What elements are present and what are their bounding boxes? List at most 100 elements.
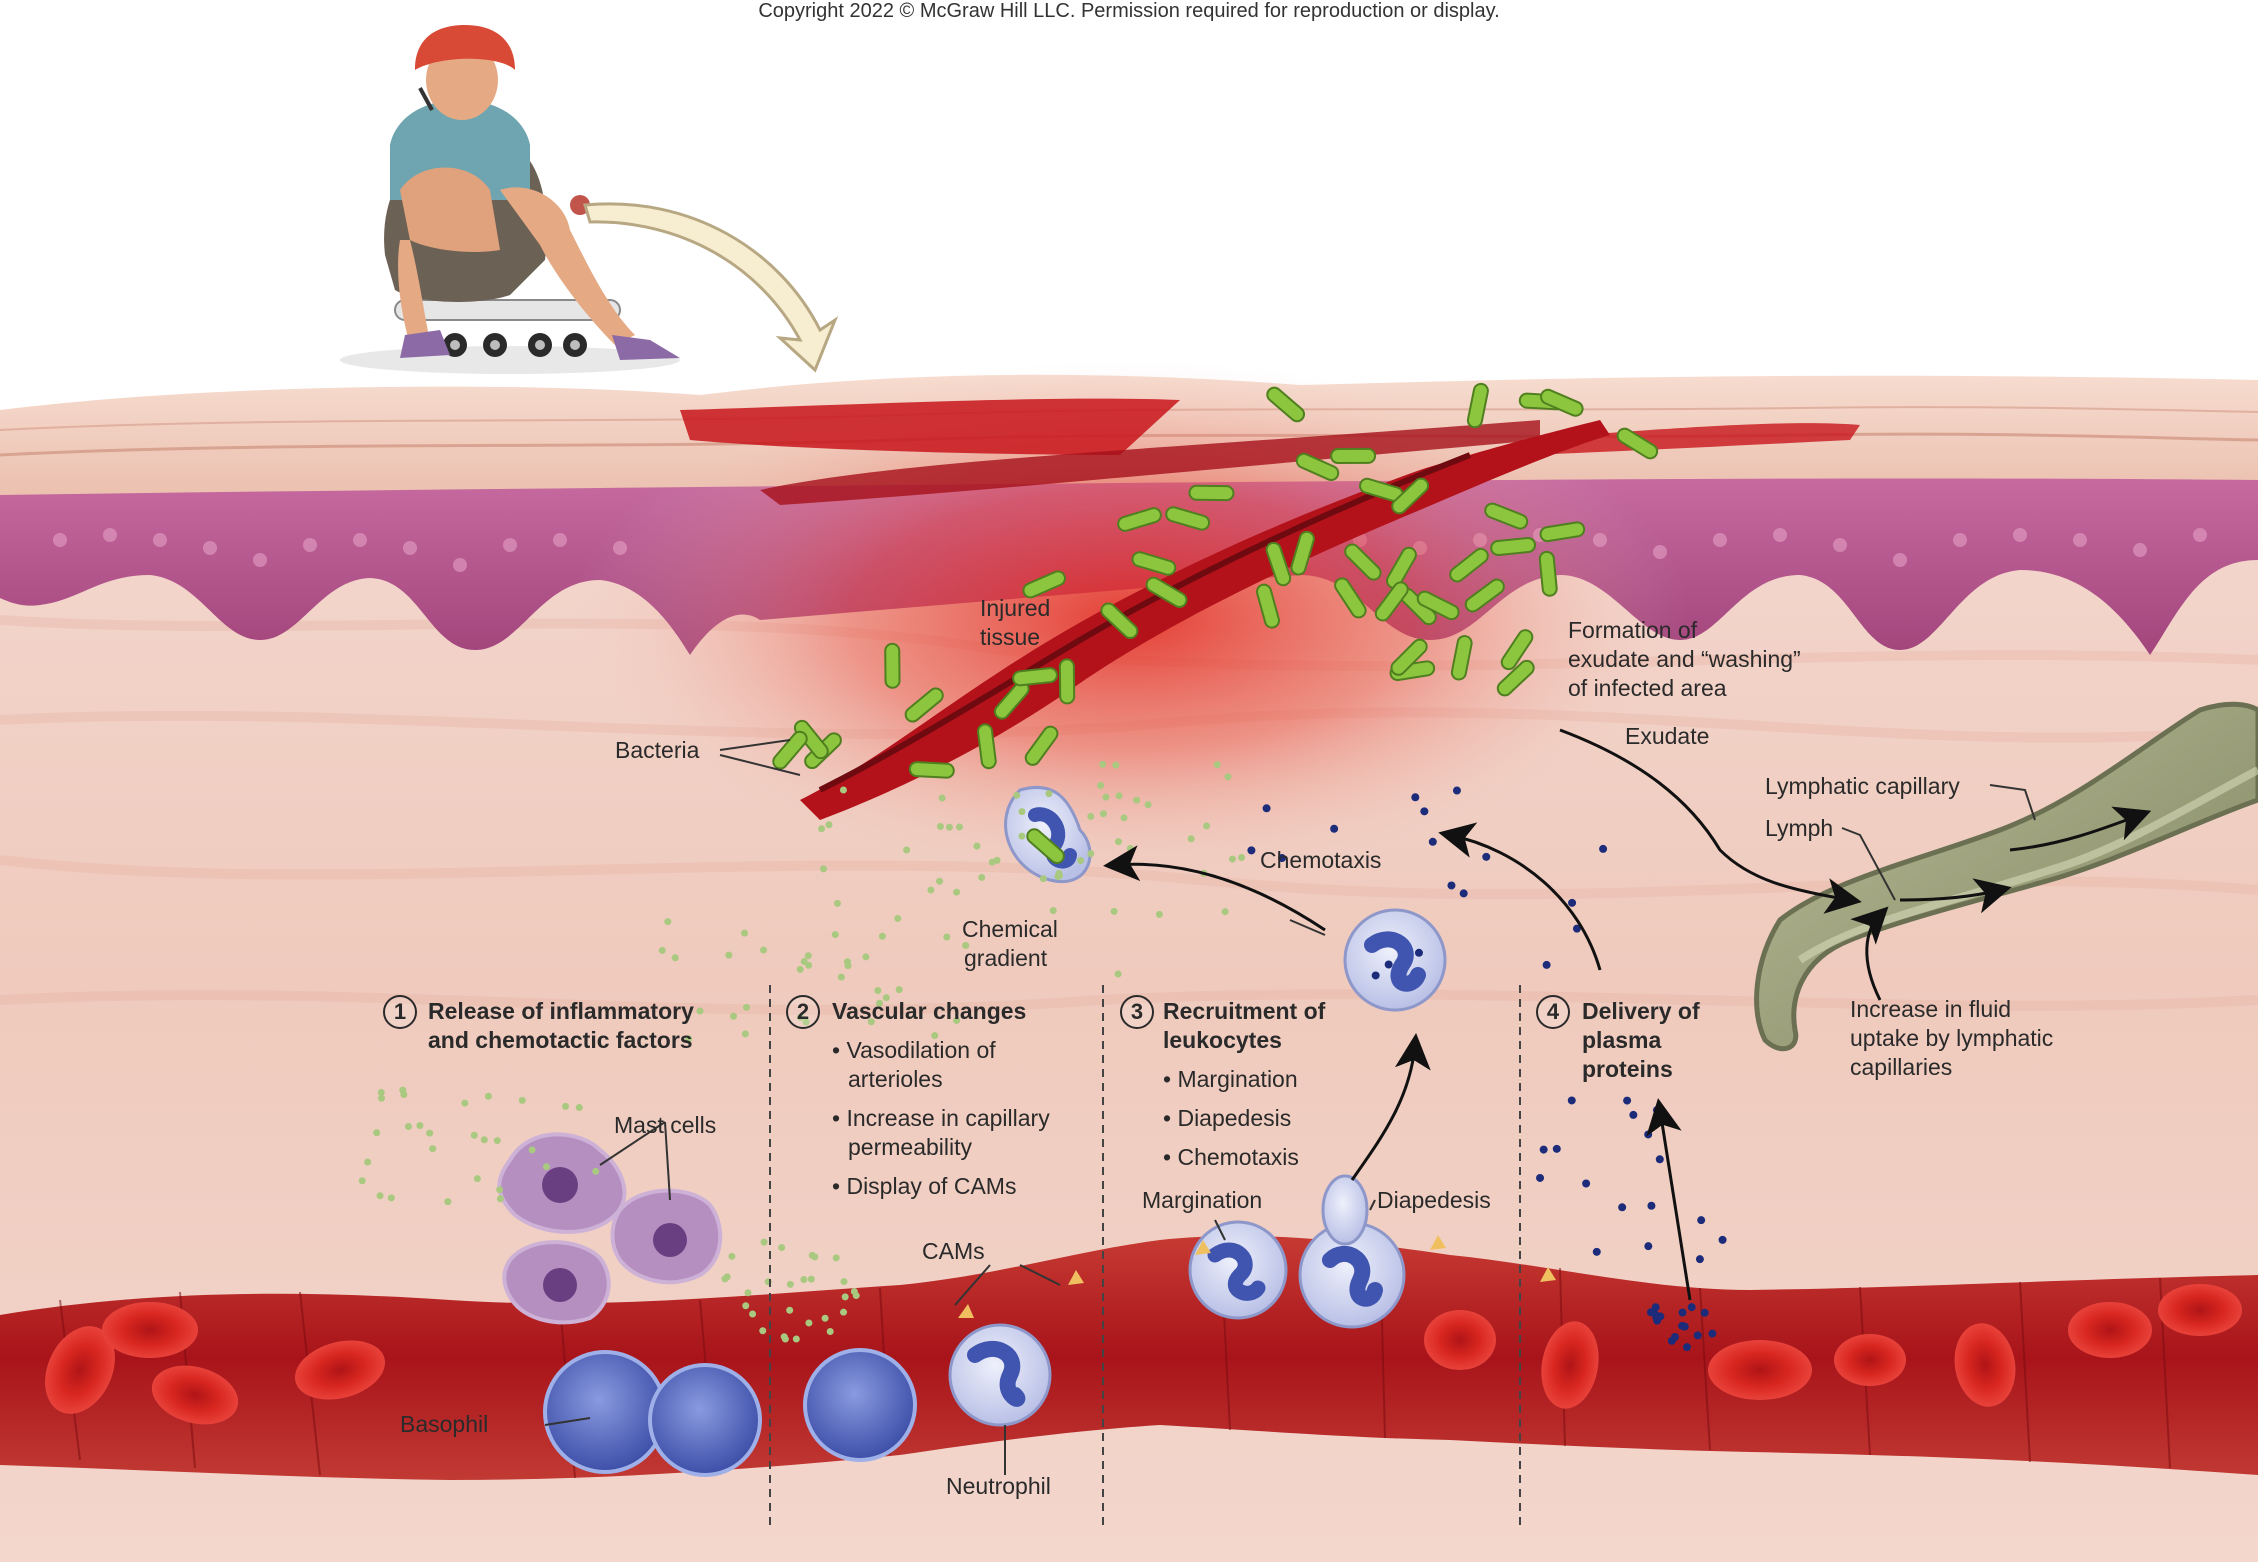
bacterium [1265, 541, 1292, 587]
bacterium [977, 723, 997, 770]
red-blood-cell [294, 1340, 386, 1400]
step-2-bullet-2: • Increase in capillary permeability [832, 1105, 1050, 1160]
chemical-particle [1114, 838, 1122, 846]
chemical-particle [1077, 856, 1085, 864]
chemical-particle [875, 999, 883, 1007]
label-lymphatic-capillary: Lymphatic capillary [1765, 773, 1960, 799]
bacterium [1165, 506, 1211, 531]
plasma-protein-particle [1428, 837, 1437, 846]
label-exudate-formation: Formation of exudate and “washing” of in… [1568, 617, 1801, 701]
bacterium [1540, 388, 1584, 417]
chemical-particle [903, 846, 911, 854]
plasma-protein-particle [1411, 793, 1420, 802]
plasma-protein-particle [1539, 1145, 1548, 1154]
chemical-particle [493, 1137, 501, 1145]
chemical-particle [786, 1306, 794, 1314]
plasma-protein-particle [1653, 1316, 1662, 1325]
step-2-title: Vascular changes [832, 998, 1027, 1024]
bacterium [884, 642, 901, 689]
label-exudate: Exudate [1625, 723, 1710, 749]
red-blood-cell [1708, 1340, 1812, 1400]
bacterium [1390, 638, 1428, 676]
bacterium [1100, 602, 1139, 640]
chemical-particle [562, 1102, 570, 1110]
red-blood-cell [102, 1302, 198, 1358]
bacteria-group [772, 382, 1659, 864]
chemical-particle [496, 1186, 504, 1194]
plasma-protein-particle [1567, 1096, 1576, 1105]
chemical-particle [1114, 970, 1122, 978]
chemical-particle [1112, 761, 1120, 769]
neutrophil-cell [1298, 1221, 1406, 1329]
red-blood-cell [151, 1365, 239, 1425]
red-blood-cell [1834, 1334, 1906, 1386]
red-blood-cell [1541, 1321, 1599, 1409]
plasma-protein-particle [1678, 1321, 1687, 1330]
bacterium [1330, 447, 1377, 465]
plasma-protein-particle [1618, 1203, 1627, 1212]
plasma-protein-particle [1655, 1155, 1664, 1164]
chemical-particle [973, 842, 981, 850]
copyright-notice: Copyright 2022 © McGraw Hill LLC. Permis… [758, 0, 1500, 22]
chemical-particle [542, 1163, 550, 1171]
label-chemotaxis: Chemotaxis [1260, 847, 1382, 873]
protein-delivery-arrow [1646, 1098, 1692, 1301]
label-neutrophil: Neutrophil [946, 1473, 1051, 1499]
chemical-particle [399, 1086, 407, 1094]
chemical-particle [831, 931, 839, 939]
basophil-cell [803, 1348, 917, 1462]
bacterium [1385, 546, 1417, 589]
chemical-gradient-particles [358, 760, 1246, 1343]
label-fluid-uptake: Increase in fluid uptake by lymphatic ca… [1850, 996, 2054, 1080]
chemical-particle [1115, 792, 1123, 800]
chemical-particle [1102, 793, 1110, 801]
chemical-particle [721, 1275, 729, 1283]
chemical-particle [781, 1335, 789, 1343]
chemical-particle [1120, 814, 1128, 822]
chemical-particle [818, 825, 826, 833]
chemical-particle [373, 1129, 381, 1137]
basophils [543, 1348, 917, 1477]
neutrophil-cell [1188, 1220, 1288, 1320]
chemical-particle [833, 899, 841, 907]
chemical-particle [936, 877, 944, 885]
chemical-particle [850, 1287, 858, 1295]
chemical-particle [953, 1016, 961, 1024]
plasma-protein-particle [1629, 1110, 1638, 1119]
plasma-protein-particle [1536, 1173, 1545, 1182]
chemical-particle [518, 1096, 526, 1104]
chemical-particle [740, 929, 748, 937]
label-basophil: Basophil [400, 1411, 489, 1437]
bacterium [1500, 629, 1534, 671]
lymph-flow-arrow-2 [2009, 806, 2152, 852]
chemical-particle [841, 1293, 849, 1301]
bacterium [1012, 667, 1058, 687]
plasma-protein-particle [1678, 1308, 1687, 1317]
plasma-protein-particle [1599, 844, 1608, 853]
bacterium [1026, 828, 1065, 864]
step-3-number: 3 [1120, 995, 1154, 1029]
neutrophil-cell [1004, 785, 1092, 884]
chemical-particle [862, 953, 870, 961]
plasma-protein-particle [1693, 1331, 1702, 1340]
chemical-particle [749, 1310, 757, 1318]
chemical-particle [1018, 832, 1026, 840]
plasma-protein-particle [1247, 846, 1256, 855]
chemical-particle [470, 1131, 478, 1139]
red-blood-cell [1954, 1323, 2016, 1407]
skateboarder-child-illustration [340, 25, 680, 374]
chemical-particle [938, 794, 946, 802]
chemical-particle [429, 1145, 437, 1153]
chemical-particle [484, 1092, 492, 1100]
step-1-title: Release of inflammatory and chemotactic … [428, 998, 694, 1053]
chemical-particle [844, 962, 852, 970]
neutrophil-cell [1343, 908, 1447, 1012]
chemical-particle [800, 958, 808, 966]
chemical-particle [378, 1094, 386, 1102]
exudate-flow-arrow [1559, 728, 1862, 914]
chemical-particle [800, 1276, 808, 1284]
chemotaxis-arrow [1103, 845, 1326, 932]
basophil-cell [648, 1363, 762, 1477]
step-2-number: 2 [786, 995, 820, 1029]
